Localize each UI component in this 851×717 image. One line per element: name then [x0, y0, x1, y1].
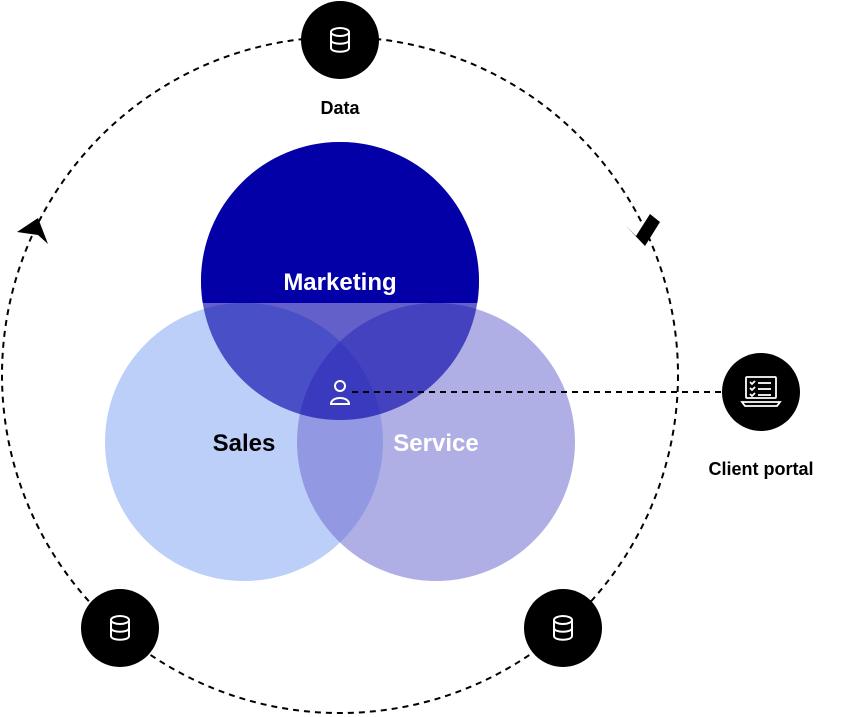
outer-cycle-ring: [1, 36, 679, 714]
marketing-circle-solid: [201, 142, 479, 303]
data-node-bottom-left[interactable]: [81, 589, 159, 667]
cycle-arrow-left-icon: [17, 218, 48, 244]
database-icon: [553, 615, 573, 641]
data-label: Data: [320, 98, 360, 118]
database-icon: [330, 27, 350, 53]
client-portal-label: Client portal: [708, 459, 813, 479]
service-label: Service: [393, 430, 478, 457]
marketing-label: Marketing: [283, 269, 396, 296]
database-icon: [110, 615, 130, 641]
client-portal-node[interactable]: [722, 353, 800, 431]
laptop-checklist-icon: [740, 376, 782, 407]
data-node-bottom-right[interactable]: [524, 589, 602, 667]
data-node-top[interactable]: [301, 1, 379, 79]
cycle-arrow-right-icon: [626, 214, 660, 246]
user-icon: [329, 380, 351, 405]
sales-label: Sales: [213, 430, 276, 457]
